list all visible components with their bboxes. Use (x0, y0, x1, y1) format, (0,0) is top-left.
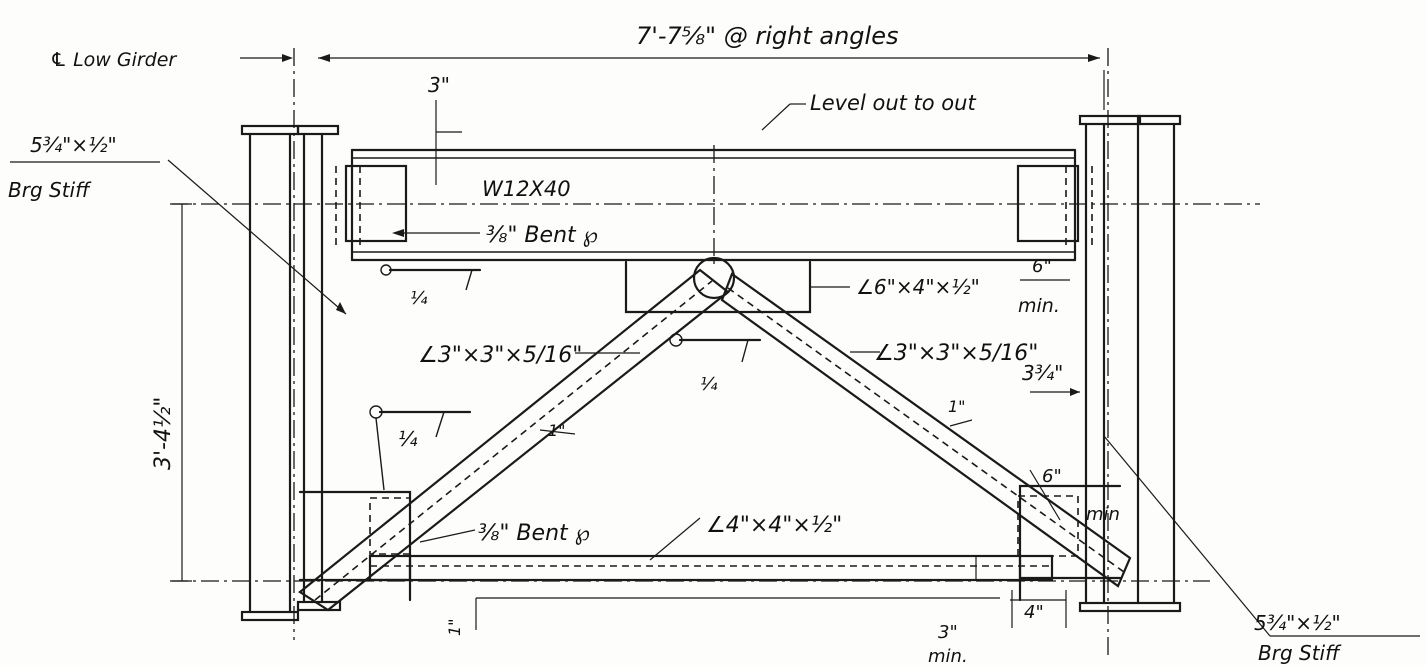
left-girder (240, 48, 342, 640)
label-centerline-girder: ℄ Low Girder (50, 49, 177, 71)
label-height: 3'-4½" (151, 397, 176, 470)
label-stiffener-left-size: 5¾"×½" (30, 133, 117, 157)
drawing-labels: ℄ Low Girder 7'-7⅝" @ right angles 3" Le… (8, 22, 1342, 665)
label-stiffener-right-name: Brg Stiff (1258, 641, 1342, 665)
top-beam (170, 145, 1260, 265)
label-weld-lower-left: ¼ (398, 427, 418, 451)
label-brace-right: ∠3"×3"×5/16" (874, 341, 1038, 366)
label-beam-section: W12X40 (482, 177, 571, 201)
label-gap-1-right: 1" (948, 397, 966, 416)
label-gap-1-bottom: 1" (445, 618, 464, 636)
label-top-offset: 3" (428, 73, 450, 97)
label-weld-left: ¼ (410, 288, 428, 309)
label-overall-width: 7'-7⅝" @ right angles (636, 22, 898, 50)
label-clear-3-bottom: 3" (938, 622, 958, 643)
label-bent-plate-bottom: ⅜" Bent ℘ (478, 521, 590, 546)
bottom-member (170, 484, 1210, 602)
label-offset-right: 3¾" (1022, 361, 1063, 385)
label-dim-4: 4" (1024, 602, 1044, 623)
diagonal-braces (298, 256, 1132, 612)
label-min-bottom-right: min (1086, 504, 1120, 525)
right-girder (1078, 48, 1182, 655)
label-clear-6-bottom: 6" (1042, 466, 1062, 487)
leader-lines (167, 159, 1420, 637)
label-angle-top-right: ∠6"×4"×½" (856, 275, 980, 299)
weld-symbols (369, 260, 812, 491)
label-weld-center: ¼ (700, 374, 718, 395)
label-angle-bottom: ∠4"×4"×½" (706, 513, 842, 538)
label-bent-plate-top: ⅜" Bent ℘ (486, 223, 598, 248)
label-min-top: min. (1018, 295, 1060, 317)
label-stiffener-left-name: Brg Stiff (8, 178, 92, 202)
label-clear-6-top: 6" (1032, 256, 1052, 277)
label-stiffener-right-size: 5¾"×½" (1254, 611, 1341, 635)
label-gap-1-left: 1" (548, 421, 566, 440)
label-level-note: Level out to out (810, 91, 976, 115)
label-min-bottom: min. (928, 646, 968, 665)
label-brace-left: ∠3"×3"×5/16" (418, 343, 582, 368)
dimension-lines (172, 54, 1105, 630)
